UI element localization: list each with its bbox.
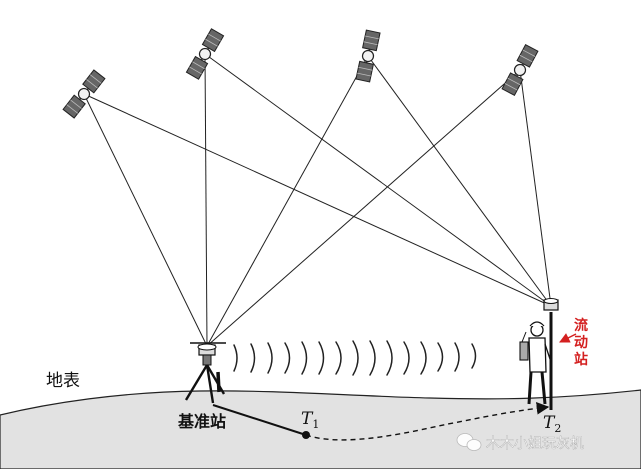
t2-label: T2 xyxy=(543,413,561,435)
base-station-tripod xyxy=(184,342,226,404)
path-t1-to-t2 xyxy=(305,402,550,441)
t1-label: T1 xyxy=(301,409,319,431)
ground-surface xyxy=(0,389,641,469)
rover-station xyxy=(519,298,559,410)
watermark: 木木小姐玩灰机 xyxy=(456,433,584,452)
wechat-logo-icon xyxy=(456,433,482,451)
rover-label-line3: 站 xyxy=(574,351,588,368)
rover-label-pointer xyxy=(559,333,577,343)
ground-label: 地表 xyxy=(46,371,80,391)
satellite-icon xyxy=(355,29,381,83)
path-base-to-t1 xyxy=(212,404,307,436)
satellite-icon xyxy=(501,43,539,97)
radio-waves xyxy=(233,340,477,376)
rover-label: 流 动 站 xyxy=(574,317,588,368)
signal-lines xyxy=(83,53,552,347)
satellite-icon xyxy=(62,69,106,119)
base-station-label: 基准站 xyxy=(177,412,226,431)
watermark-text: 木木小姐玩灰机 xyxy=(486,436,584,452)
rover-label-line1: 流 xyxy=(574,317,588,334)
rover-label-line2: 动 xyxy=(574,334,588,351)
